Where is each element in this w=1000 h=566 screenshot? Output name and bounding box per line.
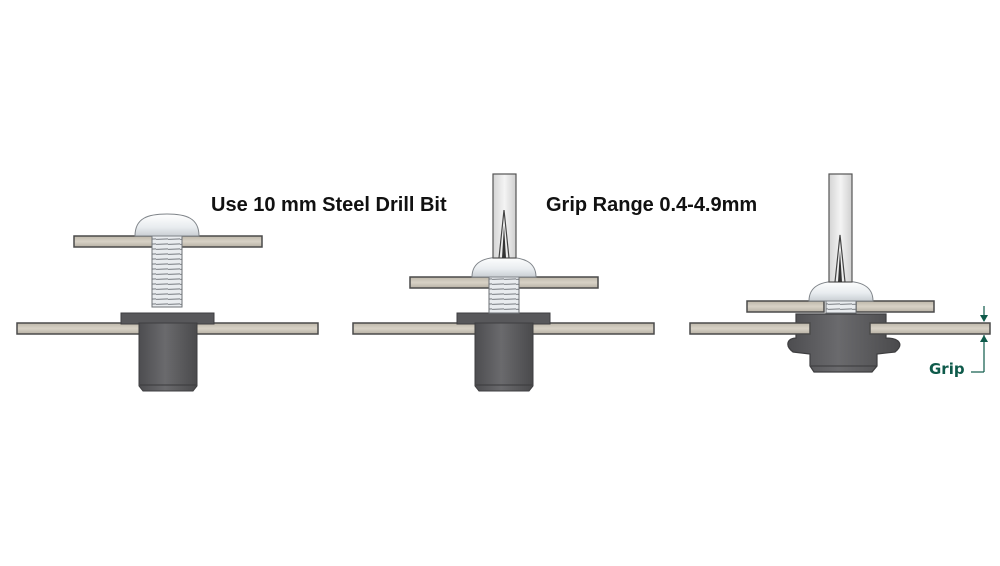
arrow-up-icon <box>980 335 988 342</box>
screwdriver <box>492 173 517 259</box>
lower-panel-left <box>352 322 478 335</box>
grip-range-label: Grip Range 0.4-4.9mm <box>546 194 758 216</box>
grip-label: Grip <box>929 360 965 378</box>
screwdriver <box>828 173 853 283</box>
lower-panel-right <box>869 322 991 335</box>
rivet-nut <box>456 312 551 392</box>
step-2-screwdriver-tightening <box>352 173 655 392</box>
upper-panel-left <box>746 300 825 313</box>
lower-panel-left <box>16 322 143 335</box>
step-1-insert-screw <box>16 213 319 392</box>
rivet-nut <box>120 312 215 392</box>
lower-panel-right <box>531 322 655 335</box>
upper-panel-right <box>855 300 935 313</box>
lower-panel-left <box>689 322 811 335</box>
grip-dimension-indicator <box>971 306 988 373</box>
lower-panel-right <box>195 322 319 335</box>
arrow-down-icon <box>980 315 988 322</box>
screw <box>471 256 537 314</box>
step-3-rivet-nut-collapsed <box>689 173 991 373</box>
screw <box>134 213 200 308</box>
drill-bit-label: Use 10 mm Steel Drill Bit <box>211 194 447 216</box>
